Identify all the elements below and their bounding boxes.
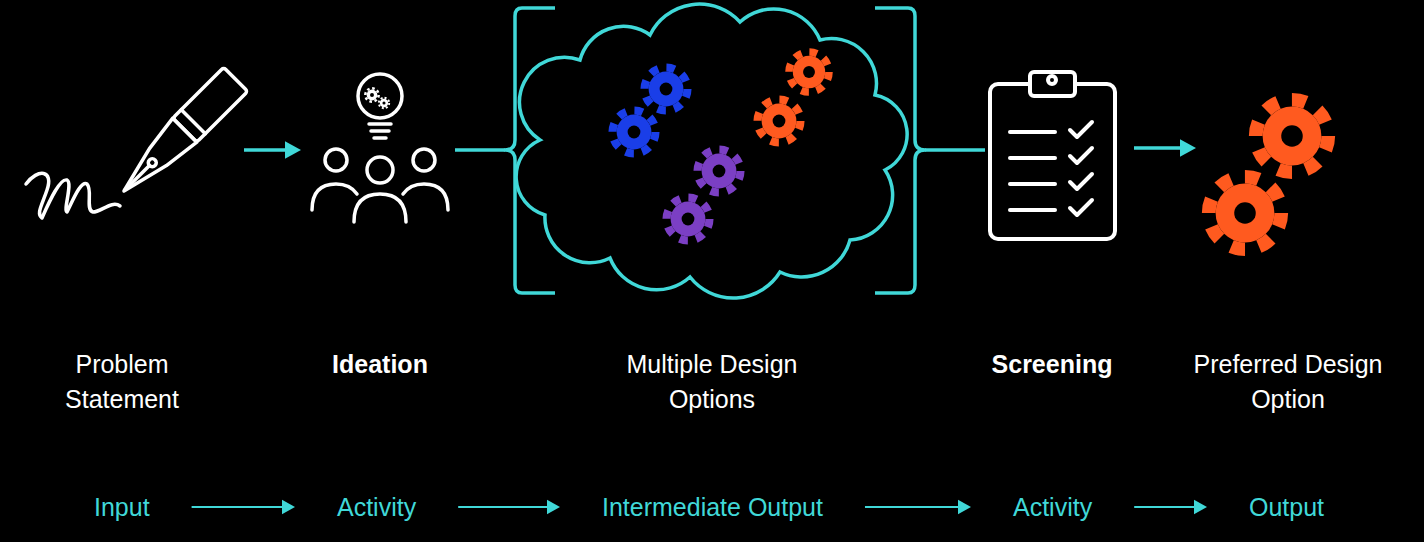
role-label: Output (1249, 492, 1324, 522)
arrow-head (547, 500, 560, 514)
stage-node: Multiple Design Options (505, 5, 925, 297)
flow-arrow (1134, 500, 1207, 514)
arrow-head (1194, 500, 1207, 514)
blue-gear (613, 111, 656, 154)
orange-gear (758, 100, 801, 143)
purple-gear (667, 198, 710, 241)
role-node: Activity (1005, 489, 1100, 525)
flow-line (1134, 506, 1196, 508)
stage-node: Preferred Design Option (1200, 85, 1345, 265)
purple-gear (698, 150, 741, 193)
idea-cloud (516, 4, 907, 298)
flow-line (244, 148, 287, 152)
flow-line (458, 506, 549, 508)
role-label: Activity (337, 492, 416, 522)
role-label: Intermediate Output (602, 492, 823, 522)
stage-label: Problem Statement (42, 347, 202, 417)
stage-node: Ideation (305, 70, 455, 230)
flow-line (865, 506, 960, 508)
flow-arrow (925, 150, 985, 151)
flow-arrow (865, 500, 971, 514)
role-node: Activity (329, 489, 424, 525)
flow-line (1134, 146, 1182, 150)
arrow-head (958, 500, 971, 514)
stage-label: Ideation (300, 347, 460, 382)
role-label: Activity (1013, 492, 1092, 522)
bulb-gear (365, 88, 378, 101)
flow-line (455, 148, 505, 152)
bulb-gear (379, 98, 389, 108)
flow-arrow (244, 141, 301, 159)
flow-line (925, 148, 985, 152)
arrow-head (1180, 139, 1196, 157)
flow-arrow (458, 500, 560, 514)
stage-label: Screening (967, 347, 1137, 382)
stage-label: Preferred Design Option (1172, 347, 1404, 417)
blue-gear (645, 68, 688, 111)
flow-arrow (192, 500, 295, 514)
flow-arrow (455, 150, 505, 151)
arrow-head (282, 500, 295, 514)
clipboard-icon (990, 72, 1115, 239)
role-node: Input (86, 489, 158, 525)
stage-node: Screening (985, 68, 1130, 243)
preferred-gear (1256, 100, 1329, 173)
preferred-gear (1209, 177, 1282, 250)
role-label: Input (94, 492, 150, 522)
stage-node: Problem Statement (20, 70, 240, 235)
orange-gear (789, 52, 829, 92)
role-node: Output (1241, 489, 1332, 525)
stage-label: Multiple Design Options (605, 347, 820, 417)
ideation-icon (312, 74, 448, 222)
pen-icon (26, 67, 248, 218)
arrow-head (285, 141, 301, 159)
role-node: Intermediate Output (594, 489, 831, 525)
flow-arrow (1134, 139, 1196, 157)
flow-line (192, 506, 284, 508)
